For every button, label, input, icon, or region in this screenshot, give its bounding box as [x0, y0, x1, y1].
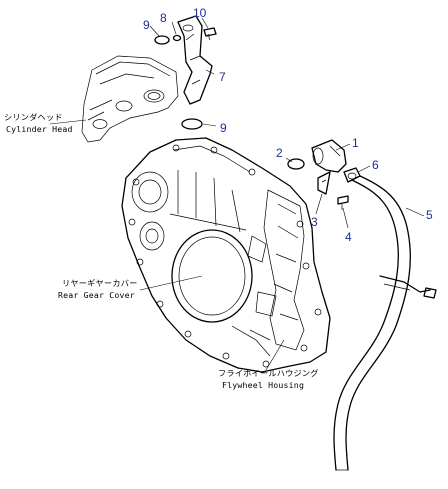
cylinder-head-outline [81, 55, 179, 143]
callout-numbers: 9 8 10 7 9 2 1 6 3 4 5 [143, 6, 433, 244]
callout-7: 7 [219, 70, 226, 84]
callout-10: 10 [193, 6, 207, 20]
callout-2: 2 [276, 146, 283, 160]
elbow-fitting-part-1 [311, 139, 347, 173]
callout-8: 8 [160, 11, 167, 25]
label-rear-gear-cover-jp: リヤーギヤーカバー [62, 278, 138, 288]
rear-gear-cover-body [121, 137, 331, 373]
bracket-part-3 [317, 171, 331, 195]
leader-lines [49, 17, 425, 371]
callout-9-upper: 9 [143, 18, 150, 32]
o-ring-part-9-lower [181, 118, 203, 130]
bolt-part-10 [203, 27, 217, 41]
label-cylinder-head-jp: シリンダヘッド [4, 112, 63, 122]
label-cylinder-head-en: Cylinder Head [6, 124, 73, 134]
component-labels: シリンダヘッド Cylinder Head リヤーギヤーカバー Rear Gea… [4, 112, 319, 390]
callout-3: 3 [311, 215, 318, 229]
callout-9-lower: 9 [220, 121, 227, 135]
breather-tube-part-7 [177, 15, 213, 105]
callout-4: 4 [345, 230, 352, 244]
o-ring-part-2 [287, 158, 305, 170]
o-ring-part-9-upper [154, 35, 170, 45]
label-flywheel-housing-jp: フライホイールハウジング [218, 368, 319, 378]
callout-5: 5 [426, 208, 433, 222]
washer-part-8 [172, 34, 182, 42]
bolt-part-4 [337, 195, 349, 210]
callout-1: 1 [352, 136, 359, 150]
label-flywheel-housing-en: Flywheel Housing [222, 380, 304, 390]
breather-hose-part-5 [333, 175, 437, 471]
label-rear-gear-cover-en: Rear Gear Cover [58, 290, 135, 300]
callout-6: 6 [372, 158, 379, 172]
